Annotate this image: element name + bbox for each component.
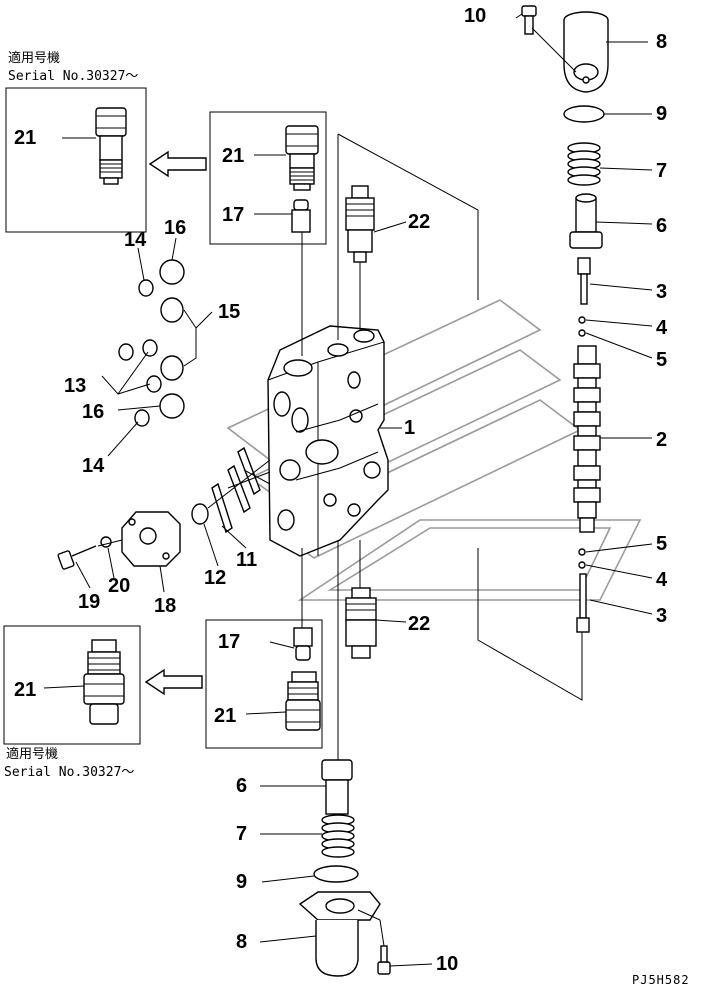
callout-7: 7 xyxy=(656,160,667,182)
cartridge-21 xyxy=(83,639,125,725)
callout-13: 13 xyxy=(64,375,86,397)
applicability-bottom-line2: Serial No.30327～ xyxy=(4,765,134,780)
detail-box-top xyxy=(209,111,327,245)
washer-4 xyxy=(578,316,586,324)
callout-8: 8 xyxy=(236,931,247,953)
callout-3: 3 xyxy=(656,605,667,627)
callout-8: 8 xyxy=(656,31,667,53)
callout-12: 12 xyxy=(204,567,226,589)
rod-3 xyxy=(577,257,591,305)
cartridge-21 xyxy=(285,671,321,731)
spring-7 xyxy=(321,814,355,858)
callout-16: 16 xyxy=(164,217,186,239)
callout-21: 21 xyxy=(214,705,236,727)
callout-18: 18 xyxy=(154,595,176,617)
applicability-box-top: 適用号機 Serial No.30327～ xyxy=(5,50,147,233)
callout-20: 20 xyxy=(108,575,130,597)
arrow-left-icon xyxy=(148,150,207,178)
callout-6: 6 xyxy=(236,775,247,797)
plug-17 xyxy=(293,627,313,661)
plug-17 xyxy=(291,199,311,233)
cartridge-21 xyxy=(285,125,319,191)
callout-21: 21 xyxy=(222,145,244,167)
callout-16: 16 xyxy=(82,401,104,423)
bolt-10 xyxy=(377,945,391,975)
callout-7: 7 xyxy=(236,823,247,845)
callout-4: 4 xyxy=(656,569,668,591)
applicability-top-line2: Serial No.30327～ xyxy=(8,69,138,84)
callout-19: 19 xyxy=(78,591,100,613)
callout-10: 10 xyxy=(464,5,486,27)
callout-14: 14 xyxy=(82,455,105,477)
cap-8 xyxy=(563,11,609,93)
callout-11: 11 xyxy=(236,549,257,571)
callout-3: 3 xyxy=(656,281,667,303)
pins-11 xyxy=(211,446,261,534)
o-ring-9 xyxy=(313,865,359,883)
applicability-bottom-line1: 適用号機 xyxy=(6,746,58,762)
callout-1: 1 xyxy=(404,417,415,439)
applicability-box-bottom: 適用号機 Serial No.30327～ xyxy=(3,625,141,780)
leader-lines xyxy=(43,13,653,967)
callout-2: 2 xyxy=(656,429,667,451)
retainer-6 xyxy=(569,193,603,249)
callout-4: 4 xyxy=(656,317,668,339)
relief-valve-22 xyxy=(345,587,377,659)
seal-12 xyxy=(191,503,209,525)
callout-17: 17 xyxy=(218,631,240,653)
callout-15: 15 xyxy=(218,301,240,323)
washer-20 xyxy=(100,536,112,548)
callout-9: 9 xyxy=(236,871,247,893)
callouts: 10 8 9 7 6 3 4 5 2 5 4 3 21 21 17 22 14 … xyxy=(14,5,668,975)
callout-5: 5 xyxy=(656,533,667,555)
callout-22: 22 xyxy=(408,211,430,233)
washer-4 xyxy=(578,561,586,569)
spring-7 xyxy=(567,142,601,186)
callout-22: 22 xyxy=(408,613,430,635)
callout-21: 21 xyxy=(14,679,36,701)
cap-8 xyxy=(298,891,381,977)
o-ring-9 xyxy=(563,105,605,123)
callout-6: 6 xyxy=(656,215,667,237)
relief-valve-22 xyxy=(345,185,375,263)
callout-21: 21 xyxy=(14,127,36,149)
applicability-top-line1: 適用号機 xyxy=(8,50,60,66)
callout-10: 10 xyxy=(436,953,458,975)
o-rings-left xyxy=(118,259,185,427)
callout-14: 14 xyxy=(124,229,147,251)
drawing-code: PJ5H582 xyxy=(632,973,690,987)
detail-box-bottom xyxy=(205,619,323,749)
washer-5 xyxy=(578,548,586,556)
arrow-left-icon xyxy=(144,668,203,696)
washer-5 xyxy=(578,329,586,337)
bolt-10 xyxy=(521,5,537,35)
spool-2 xyxy=(573,345,601,533)
assembly-lines xyxy=(97,27,583,947)
cartridge-21 xyxy=(95,107,127,185)
valve-body-1 xyxy=(267,325,389,557)
retainer-6 xyxy=(321,759,353,815)
callout-17: 17 xyxy=(222,204,244,226)
cover-18 xyxy=(121,511,181,567)
rod-3 xyxy=(576,573,590,633)
callout-9: 9 xyxy=(656,103,667,125)
bolt-19 xyxy=(57,545,97,570)
callout-5: 5 xyxy=(656,349,667,371)
